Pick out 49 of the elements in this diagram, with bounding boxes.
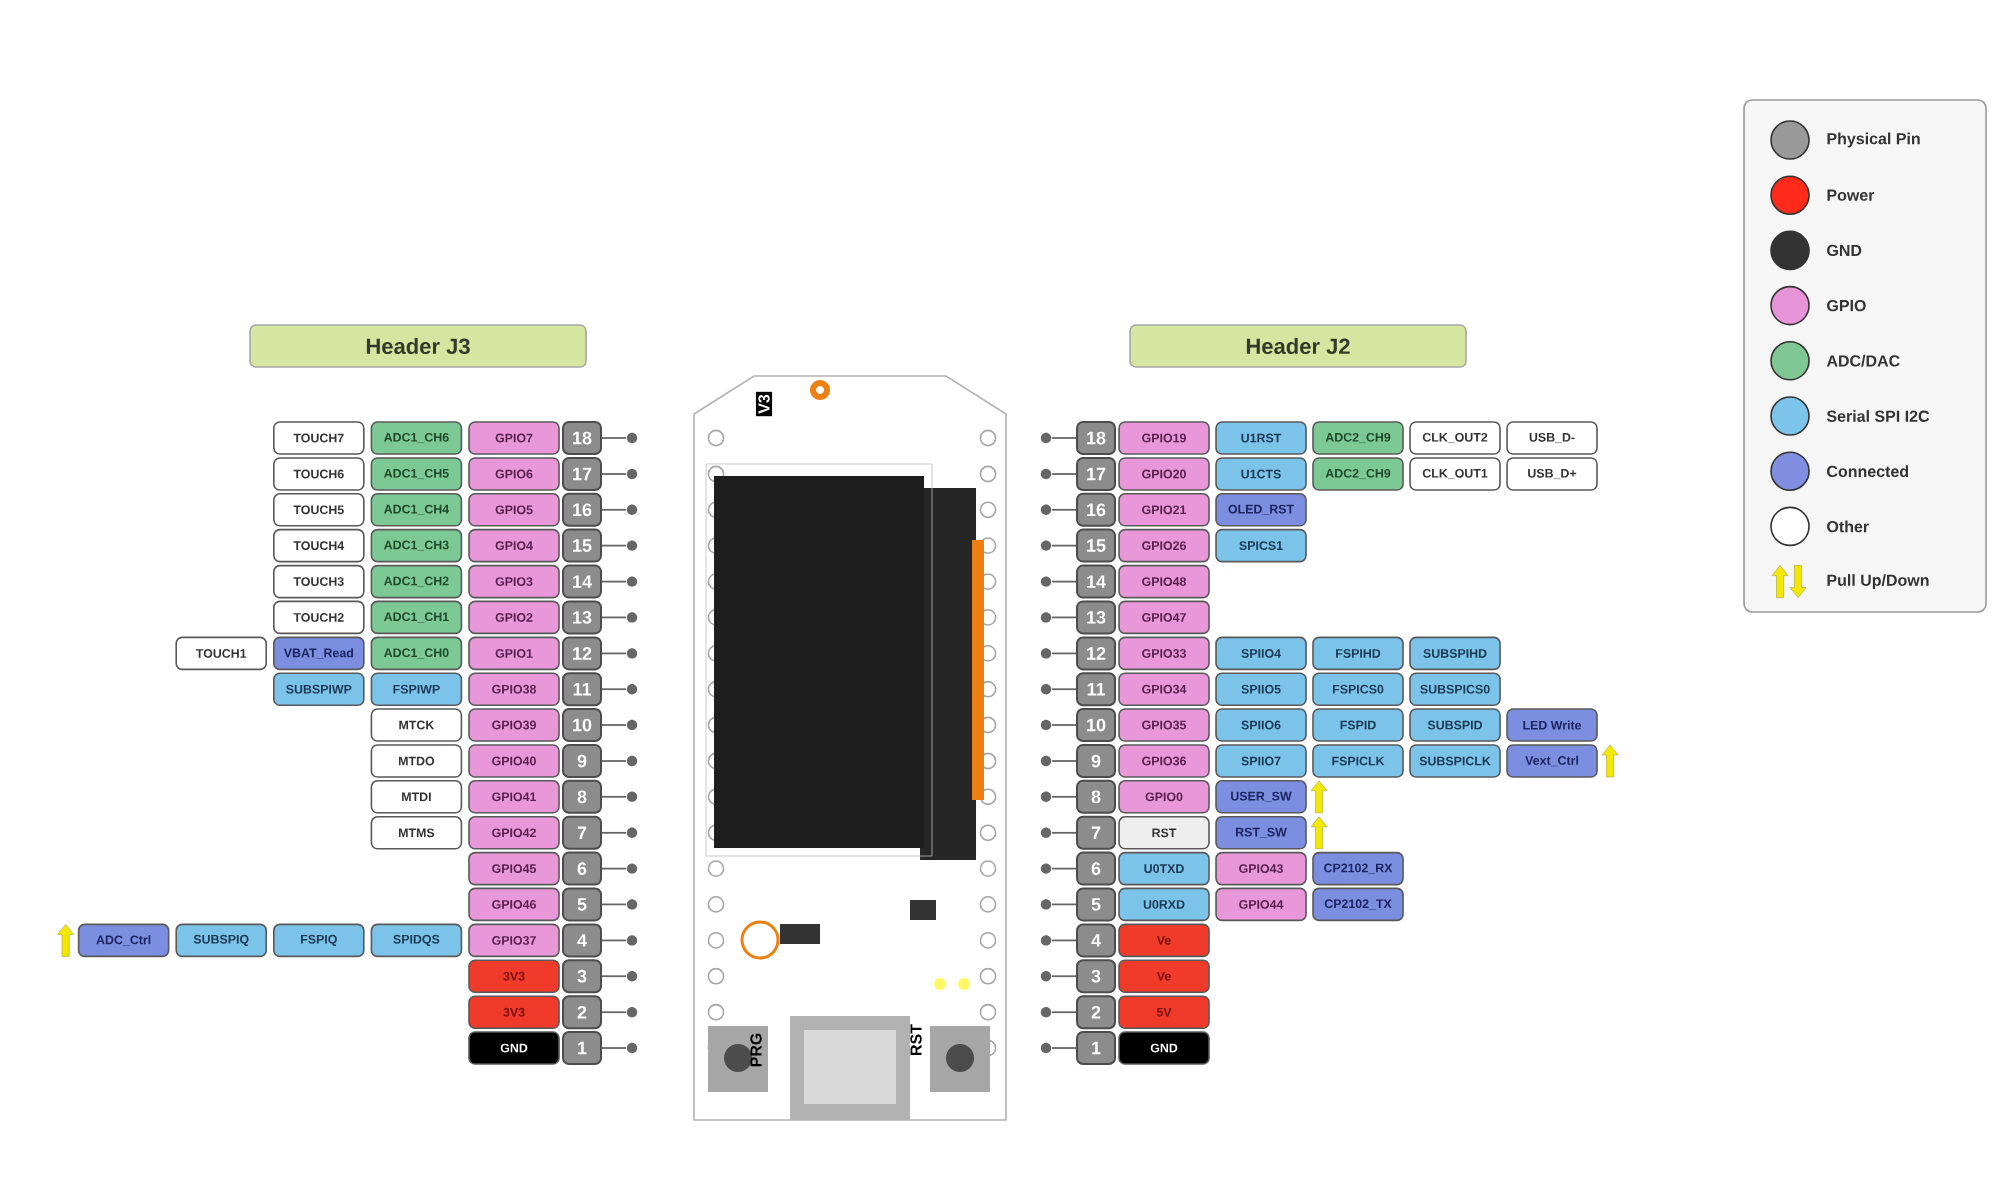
pin-number: 3: [1076, 959, 1116, 994]
pin-number: 10: [1076, 708, 1116, 742]
legend-label: GPIO: [1827, 299, 1866, 312]
pin-number: 3: [562, 959, 602, 994]
pin-number: 5: [562, 887, 602, 922]
header-box: Header J3: [249, 324, 587, 368]
legend-label: Physical Pin: [1827, 132, 1920, 148]
pin-number: 6: [1076, 851, 1116, 886]
pin-number: 1: [562, 1031, 602, 1065]
pin-number: 18: [1076, 421, 1116, 455]
pin-number: 15: [1076, 528, 1116, 563]
pin-number: 12: [562, 636, 602, 671]
pin-number: 17: [562, 457, 602, 491]
pin-number: 14: [1076, 564, 1116, 599]
pin-number: 11: [1076, 672, 1116, 707]
pin-number: 15: [562, 528, 602, 563]
pin-number: 16: [562, 492, 602, 527]
legend-label: Serial SPI I2C: [1826, 410, 1930, 422]
silkscreen-label: PRG: [750, 1033, 762, 1067]
legend-label: Connected: [1827, 465, 1909, 478]
pin-number: 7: [562, 815, 602, 850]
legend-label: Other: [1827, 520, 1869, 533]
pin-number: 8: [562, 779, 602, 814]
legend-label: Power: [1827, 189, 1875, 201]
pin-number: 17: [1076, 457, 1116, 491]
pin-number: 5: [1076, 887, 1116, 922]
pin-number: 9: [1076, 744, 1116, 778]
pin-number: 14: [562, 564, 602, 599]
pin-number: 7: [1076, 815, 1116, 850]
pin-number: 8: [1076, 779, 1116, 814]
pin-number: 2: [1076, 995, 1116, 1030]
pin-number: 10: [562, 708, 602, 742]
pin-number: 11: [562, 672, 602, 707]
silkscreen-label: RST: [910, 1024, 922, 1055]
pin-number: 4: [1076, 923, 1116, 958]
pin-number: 2: [562, 995, 602, 1030]
pin-number: 12: [1076, 636, 1116, 671]
legend-label: GND: [1827, 244, 1862, 257]
pin-number: 4: [562, 923, 602, 958]
pin-number: 9: [562, 744, 602, 778]
pin-number: 1: [1076, 1031, 1116, 1065]
pin-number: 6: [562, 851, 602, 886]
pin-number: 18: [562, 421, 602, 455]
legend-label: ADC/DAC: [1826, 354, 1900, 367]
pin-number: 13: [1076, 600, 1116, 635]
legend-label: Pull Up/Down: [1827, 574, 1929, 590]
pin-number: 13: [562, 600, 602, 635]
pin-number: 16: [1076, 492, 1116, 527]
header-box: Header J2: [1129, 324, 1467, 368]
